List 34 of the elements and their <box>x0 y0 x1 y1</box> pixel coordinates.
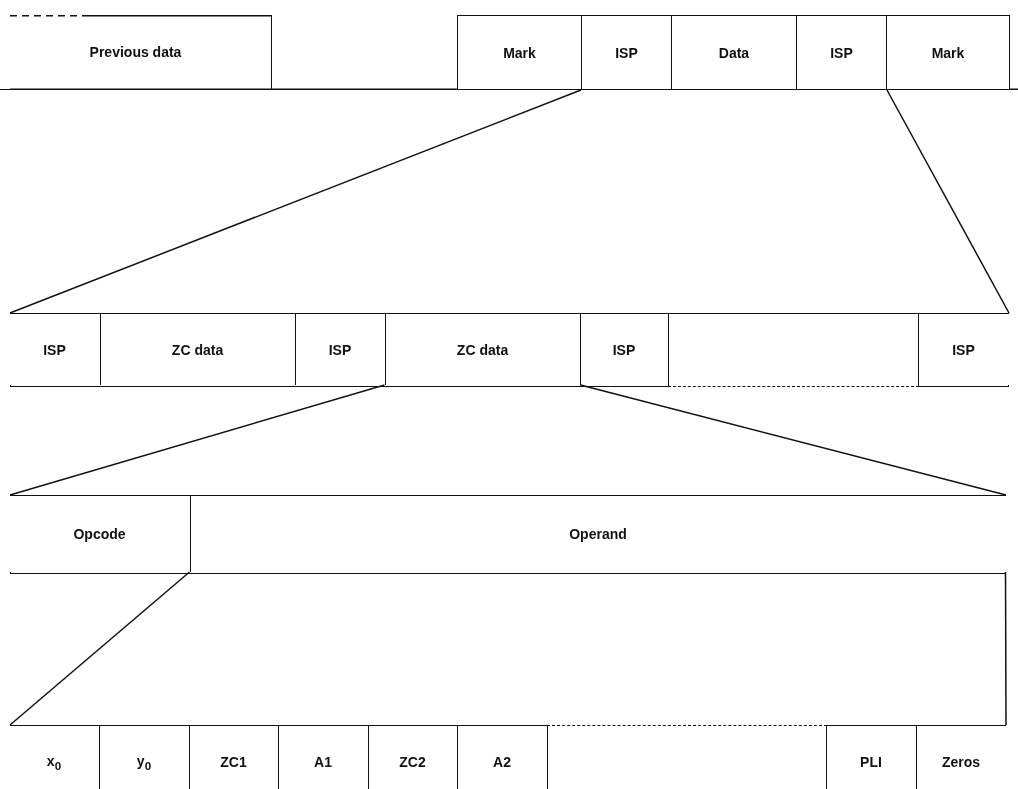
field-label: ISP <box>830 44 853 61</box>
field-cell <box>671 15 797 90</box>
field-cell <box>0 15 272 90</box>
field-label: ZC2 <box>399 754 426 770</box>
field-label: ISP <box>952 341 975 358</box>
field-label: ISP <box>43 341 66 358</box>
field-cell <box>457 15 582 90</box>
field-label: ISP <box>615 44 638 61</box>
field-label: A1 <box>314 754 332 770</box>
field-label: PLI <box>860 754 882 770</box>
field-label: Operand <box>569 526 627 542</box>
expansion-line <box>9 89 582 314</box>
field-label: Opcode <box>73 526 126 542</box>
field-label: A2 <box>493 754 511 770</box>
field-label: ZC1 <box>220 754 247 770</box>
expansion-line <box>886 89 1010 314</box>
expansion-line <box>9 384 386 496</box>
field-cell <box>796 15 887 90</box>
field-label: Previous data <box>89 44 182 60</box>
field-label: ISP <box>328 341 352 358</box>
field-cell <box>581 15 672 90</box>
field-label: ISP <box>612 341 636 358</box>
expansion-line <box>1004 571 1007 726</box>
expansion-line <box>9 571 191 726</box>
field-label: Mark <box>931 44 965 61</box>
field-label: y$_{0}$ <box>136 752 152 772</box>
field-label: Zeros <box>941 754 981 770</box>
expansion-line <box>579 384 1007 496</box>
field-label: x$_{0}$ <box>46 752 62 772</box>
field-label: Data <box>718 44 750 61</box>
field-label: Mark <box>503 44 536 61</box>
field-label: ZC data <box>171 341 224 358</box>
field-cell <box>886 15 1010 90</box>
field-label: ZC data <box>456 341 509 358</box>
